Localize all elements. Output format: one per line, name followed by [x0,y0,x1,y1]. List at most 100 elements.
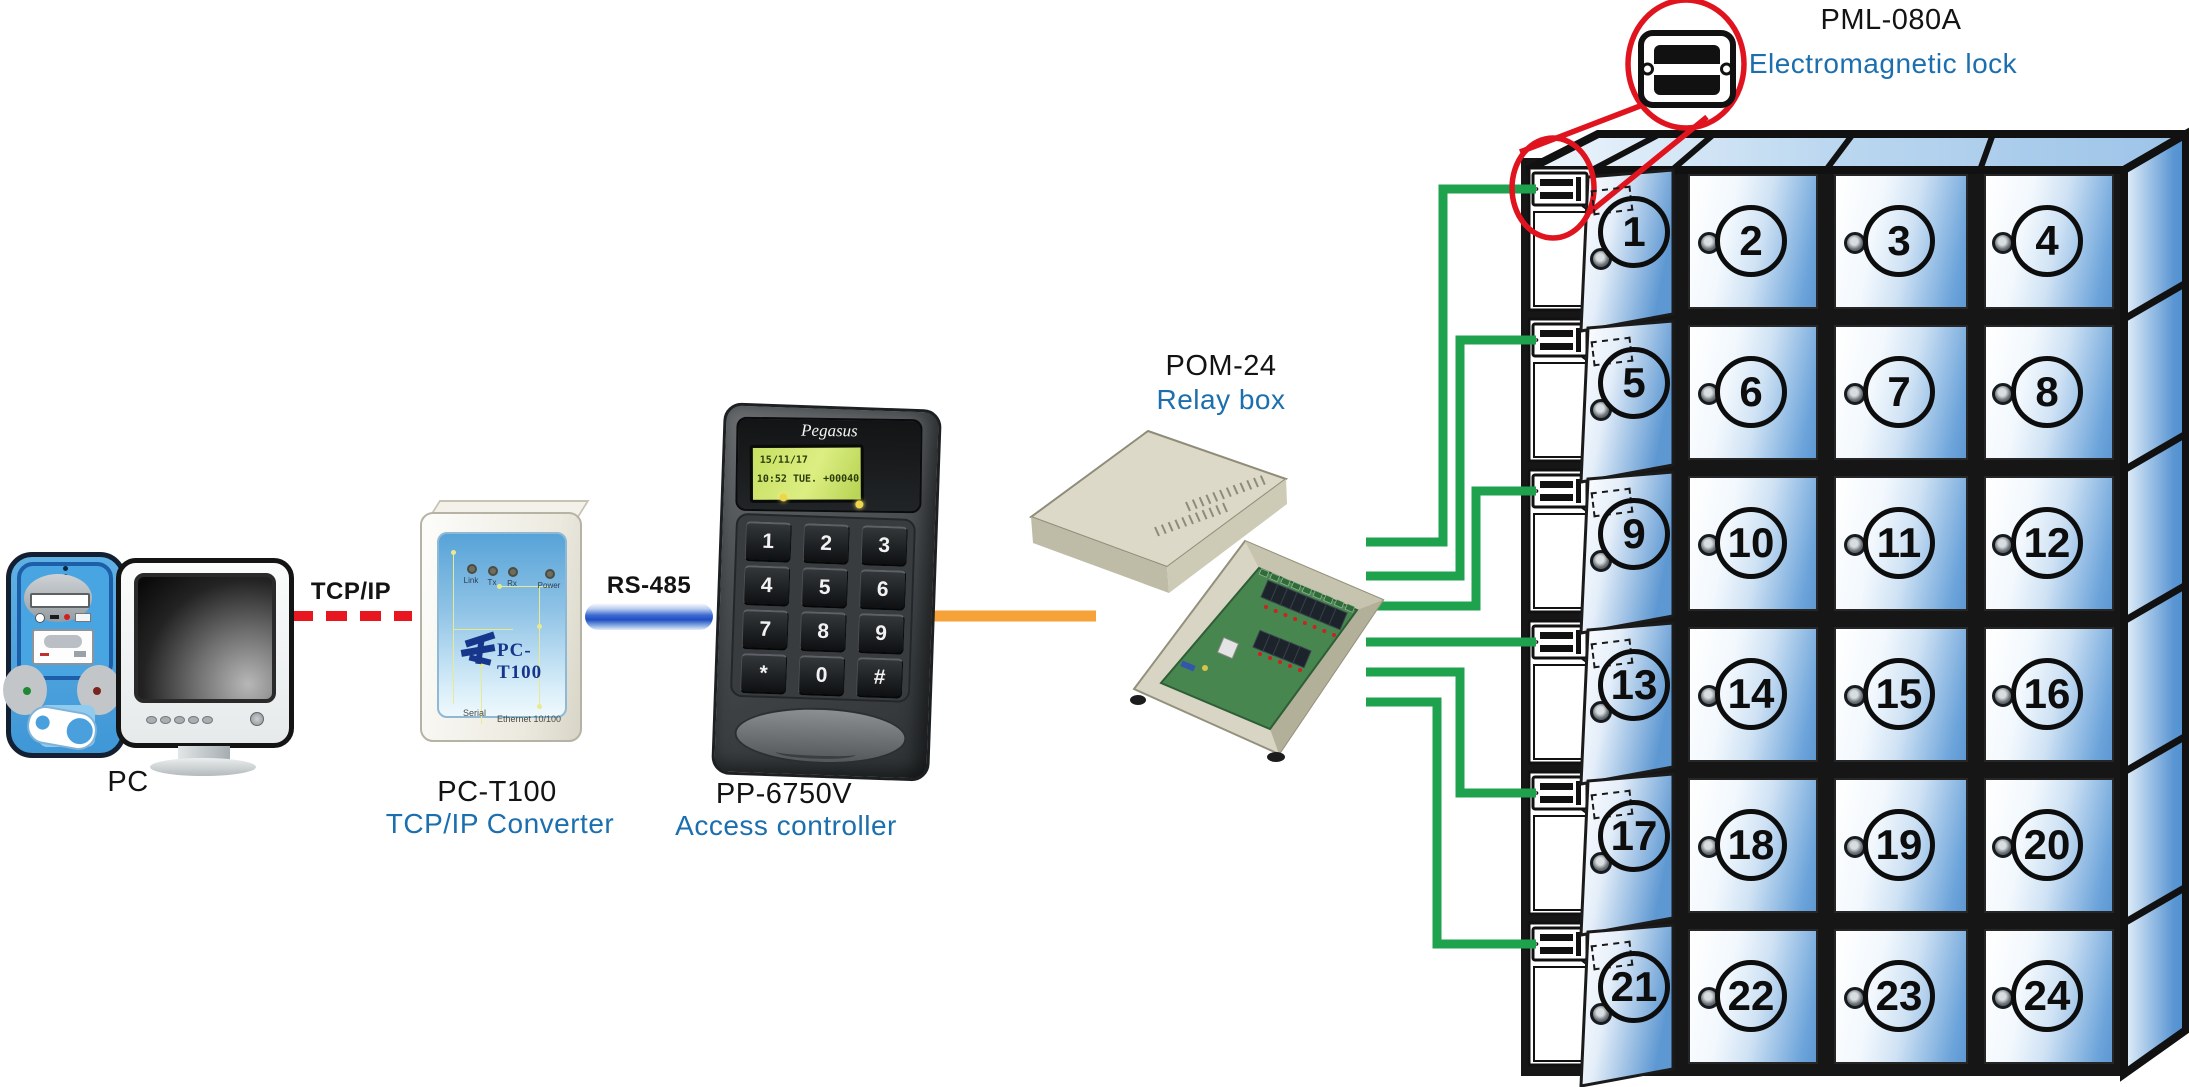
monitor-button [202,716,213,724]
power-led-green [23,687,31,695]
locker-door: 15 [1834,627,1968,762]
floppy-eject [74,651,86,657]
cd-slot [30,593,90,608]
locker-door-number: 21 [1598,951,1670,1023]
locker-door-number: 19 [1863,809,1935,881]
locker-door: 8 [1984,325,2114,460]
locker-door-number: 10 [1715,507,1787,579]
led-link [467,564,477,574]
lock-compartment-row [1527,921,1594,1067]
tcpip-link-label: TCP/IP [310,578,392,605]
rs485-link-bar [585,603,713,630]
monitor-button [146,716,157,724]
locker-door: 12 [1984,476,2114,611]
converter-logo-text: PC-T100 [497,640,543,683]
pc-tower [3,552,126,758]
monitor-button [174,716,185,724]
pc-monitor [116,558,294,776]
led-label: Rx [507,579,517,588]
locker-door: 3 [1834,174,1968,309]
status-led [779,493,788,502]
lcd-display: 15/11/17 10:52 TUE. +00040 [749,444,864,503]
brand-text: Pegasus [800,420,858,441]
cabinet-top-separators [1590,131,1996,173]
locker-door-number: 20 [2011,809,2083,881]
led-rx [508,567,518,577]
led-power [545,568,555,579]
serial-port-label: Serial [463,708,487,718]
key-8: 8 [799,611,847,653]
locker-door-number: 12 [2011,507,2083,579]
trace-dot [497,584,502,589]
rs485-link-label: RS-485 [606,572,692,599]
monitor-button [188,716,199,724]
relay-box-wall2 [1270,600,1383,754]
cabinet-side-separators [2122,279,2188,927]
relay-box-lid-edge [1031,517,1169,593]
lcd-line2: 10:52 TUE. +00040 [756,473,860,485]
tower-led [64,614,70,620]
locker-door-number: 14 [1715,658,1787,730]
relay-box-tab [1130,695,1146,705]
locker-door-number: 9 [1598,498,1670,570]
electromagnetic-lock-icon [1638,30,1736,108]
monitor-power-button [250,712,264,726]
lock-wiring [1366,184,1536,949]
locker-door-number: 8 [2011,356,2083,428]
locker-door: 11 [1834,476,1968,611]
ethernet-port-label: Ethernet 10/100 [497,714,562,724]
locker-door-number: 3 [1863,205,1935,277]
led-label: Link [463,576,479,585]
pom24-model-label: POM-24 [1165,350,1277,382]
locker-door: 7 [1834,325,1968,460]
key-#: # [855,657,904,699]
locker-door-number: 6 [1715,356,1787,428]
trace-dot [537,624,542,629]
locker-door: 6 [1688,325,1818,460]
tower-side-grip [3,665,47,715]
relay-box-device [1028,429,1385,762]
pom24-desc-label: Relay box [1156,384,1286,415]
pml080a-model-label: PML-080A [1820,4,1962,36]
locker-door: 18 [1688,778,1818,913]
magnifier-callout [1509,0,1747,241]
locker-door-number: 13 [1598,649,1670,721]
wire-row6 [1366,697,1536,949]
locker-door-number: 11 [1863,507,1935,579]
key-*: * [739,653,788,695]
hdd-led-red [93,687,101,695]
locker-door-number: 22 [1715,960,1787,1032]
led-tx [488,565,498,576]
pml080a-desc-label: Electromagnetic lock [1748,48,2018,79]
locker-door-number: 4 [2011,205,2083,277]
logo-small-circle [34,714,51,731]
key-3: 3 [860,525,908,567]
floppy-lid [44,635,82,648]
tower-vent-dot [63,566,68,571]
led-label: Power [537,580,561,590]
wire-row3 [1366,486,1536,611]
locker-door-number: 15 [1863,658,1935,730]
trace-line [539,586,540,706]
locker-door-number: 1 [1598,196,1670,268]
key-9: 9 [857,613,905,655]
trace-line [453,629,513,630]
locker-door: 20 [1984,778,2114,913]
key-5: 5 [800,567,849,609]
locker-door: 14 [1688,627,1818,762]
locker-door-number: 2 [1715,205,1787,277]
locker-door: 16 [1984,627,2114,762]
locker-door-number: 18 [1715,809,1787,881]
lock-compartment-row [1527,619,1594,765]
relay-box-lid-edge2 [1167,479,1287,593]
key-6: 6 [858,569,907,611]
locker-door: 10 [1688,476,1818,611]
trace-line [481,664,482,724]
locker-door: 23 [1834,929,1968,1064]
wire-row5 [1366,667,1536,798]
pct100-model-label: PC-T100 [437,776,557,808]
key-2: 2 [802,523,850,565]
